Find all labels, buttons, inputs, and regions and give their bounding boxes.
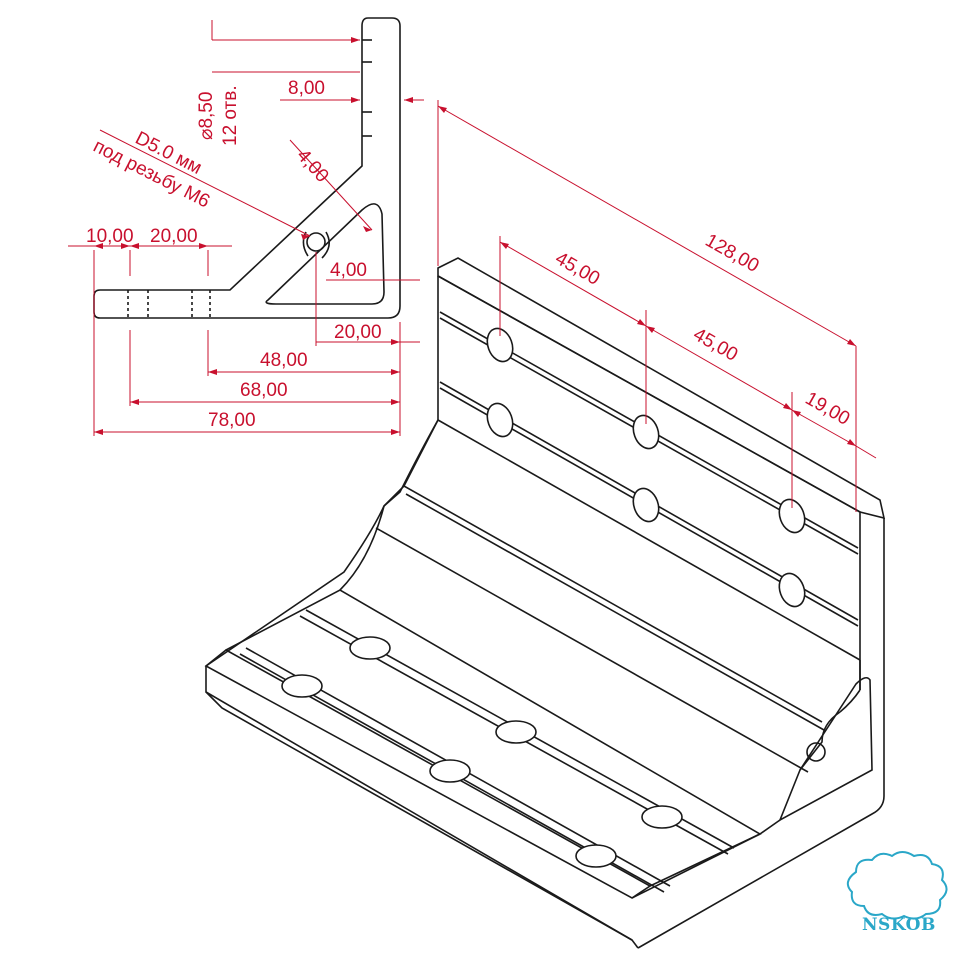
profile-cross-section bbox=[93, 17, 401, 319]
bracket-isometric bbox=[204, 257, 886, 949]
len-10-label: 10,00 bbox=[86, 226, 134, 247]
hole-diameter-label: ⌀8,50 bbox=[196, 92, 217, 140]
len-128-label: 128,00 bbox=[702, 230, 763, 277]
len-78-label: 78,00 bbox=[208, 410, 256, 431]
len-19-label: 19,00 bbox=[802, 388, 854, 430]
len-20b-label: 20,00 bbox=[334, 322, 382, 343]
hole-count-label: 12 отв. bbox=[220, 85, 241, 146]
cloud-icon bbox=[846, 851, 948, 920]
len-45a-label: 45,00 bbox=[552, 248, 604, 290]
offset-top-label: 8,00 bbox=[288, 78, 325, 99]
len-45b-label: 45,00 bbox=[690, 324, 742, 366]
len-20a-label: 20,00 bbox=[150, 226, 198, 247]
logo-text: NSKOB bbox=[862, 915, 936, 935]
isometric-dimensions bbox=[437, 100, 877, 512]
dimension-labels: ⌀8,50 12 отв. 8,00 4,00 D5.0 мм под резь… bbox=[86, 78, 853, 431]
len-68-label: 68,00 bbox=[240, 380, 288, 401]
brand-logo: NSKOB bbox=[846, 851, 948, 935]
isometric-arrowheads bbox=[438, 106, 856, 446]
len-48-label: 48,00 bbox=[260, 350, 308, 371]
len-4-label: 4,00 bbox=[330, 260, 367, 281]
profile-arrowheads bbox=[94, 37, 413, 435]
bracket-holes bbox=[281, 327, 806, 868]
profile-dimensions bbox=[68, 20, 424, 436]
